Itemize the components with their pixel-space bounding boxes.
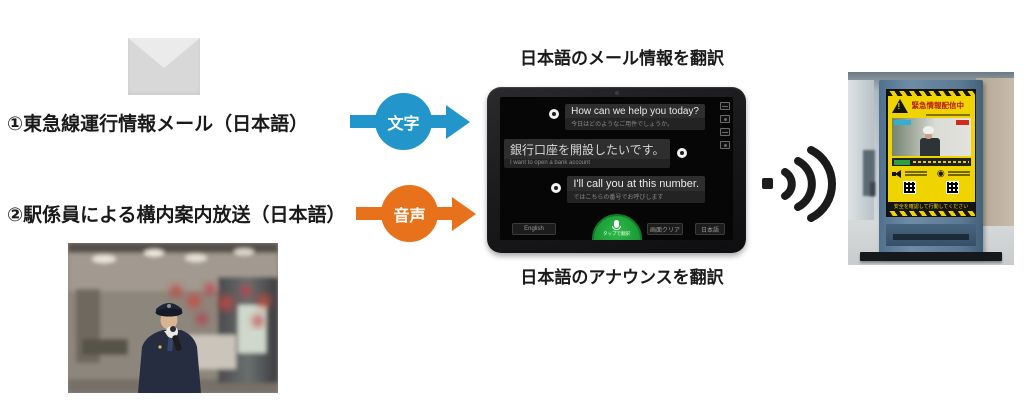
chat-message: I'll call you at this number. ではこちらの番号でお… [551,176,705,203]
target-info-item: ◉ [937,169,970,178]
source-label-announcement: ②駅係員による構内案内放送（日本語） [7,205,346,226]
camera-icon [614,91,619,95]
station-staff-figure [138,303,201,393]
message-translation: I want to open a bank account [504,159,671,168]
speaker-indicator-icon [549,109,560,119]
wireless-signal-icon [758,141,840,232]
microphone-icon [614,220,619,228]
chat-message: 銀行口座を開設したいです。 I want to open a bank acco… [504,139,688,168]
mic-button-label: タップで翻訳 [603,231,630,236]
menu-icon [720,102,730,110]
image-icon [720,115,730,123]
speaker-indicator-icon [551,183,562,193]
signage-photo: ! 緊急情報配信中 [848,72,1014,265]
caption-announcement-translation: 日本語のアナウンスを翻訳 [520,268,724,287]
language-right-button: 日本語 [695,223,725,235]
signage-screen: ! 緊急情報配信中 [886,89,976,217]
alert-subtext [925,113,970,116]
signage-kiosk: ! 緊急情報配信中 [879,80,983,256]
qr-code-icon [946,181,960,194]
message-text: 銀行口座を開設したいです。 [504,139,671,159]
text-arrow-label: 文字 [375,93,432,150]
message-translation: ではこちらの番号でお呼びします [567,191,705,203]
translator-tablet: How can we help you today? 今日はどのようなご用件でし… [487,87,746,253]
contrast-icon [720,141,730,149]
helmet-icon [923,126,935,134]
microphone-stand-icon [612,226,621,230]
arrow-head-icon [452,197,476,231]
text-flow-arrow: 文字 [350,91,470,151]
megaphone-icon [892,169,902,178]
mic-translate-button: タップで翻訳 [591,214,642,240]
safety-notice: 安全を確認して行動してください [887,201,975,211]
warning-triangle-icon: ! [891,98,908,113]
emergency-alert-title: 緊急情報配信中 [911,101,965,110]
audio-info-item [892,169,928,178]
hazard-stripe [887,90,975,96]
mail-icon [128,38,200,95]
video-tag [893,120,911,125]
language-left-button: English [512,223,556,235]
emergency-video-frame [891,118,971,156]
speaker-indicator-icon [677,148,688,158]
kiosk-base [860,252,1002,261]
station-staff-photo [68,243,278,393]
tablet-toolbar [720,102,730,149]
voice-arrow-label: 音声 [381,185,438,242]
clear-screen-button: 画面クリア [647,223,683,235]
ticker-text [912,160,969,164]
mail-icon-flap [128,38,200,68]
news-ticker [891,158,971,166]
hazard-stripe [887,210,975,216]
message-text: I'll call you at this number. [567,176,705,191]
announcer-face [924,133,932,139]
chat-message: How can we help you today? 今日はどのようなご用件でし… [549,104,705,130]
live-tag [955,120,969,125]
message-translation: 今日はどのようなご用件でしょうか。 [565,118,705,130]
message-text: How can we help you today? [565,104,705,118]
source-label-mail: ①東急線運行情報メール（日本語） [7,114,309,135]
voice-flow-arrow: 音声 [356,183,476,243]
announcer-body [919,138,940,156]
arrow-head-icon [446,105,470,139]
kiosk-vent [893,234,969,240]
ticker-label [893,159,910,165]
tablet-screen: How can we help you today? 今日はどのようなご用件でし… [500,97,733,240]
voice-settings-icon [720,128,730,136]
target-icon: ◉ [936,168,945,178]
distant-person [870,182,875,196]
caption-mail-translation: 日本語のメール情報を翻訳 [520,49,724,68]
qr-code-icon [902,181,916,194]
